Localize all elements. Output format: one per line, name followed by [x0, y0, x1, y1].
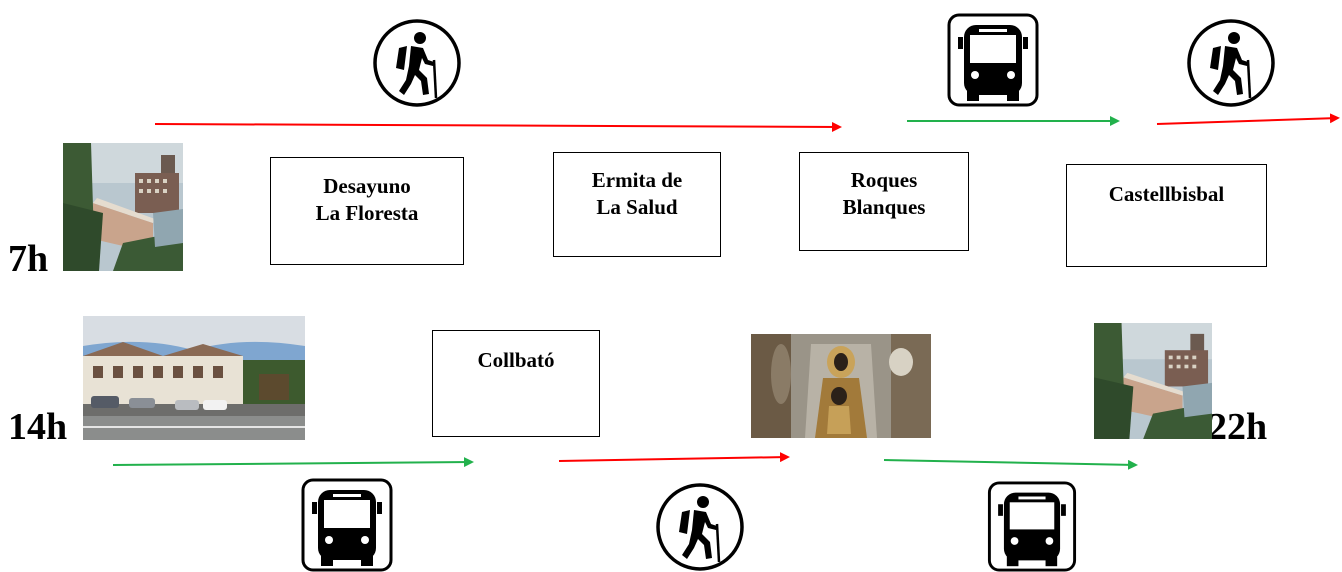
stop-collbato: Collbató — [432, 330, 600, 437]
stop-label-line1: Collbató — [477, 348, 555, 372]
stop-castellbisbal: Castellbisbal — [1066, 164, 1267, 267]
walk-arrow-3 — [558, 452, 790, 463]
stop-label-line2: La Floresta — [315, 201, 419, 226]
bus-icon — [987, 481, 1077, 572]
time-start: 7h — [8, 238, 49, 280]
stop-label-line1: Castellbisbal — [1108, 182, 1225, 206]
stop-label-line1: Desayuno — [323, 174, 411, 198]
stop-ermita-la-salud: Ermita de La Salud — [553, 152, 721, 257]
stop-label-line2: Blanques — [842, 195, 926, 220]
stop-breakfast-la-floresta: Desayuno La Floresta — [270, 157, 464, 265]
restaurant-photo — [83, 316, 305, 440]
hiking-icon — [373, 19, 461, 107]
hiking-icon — [1187, 19, 1275, 107]
stop-roques-blanques: Roques Blanques — [799, 152, 969, 251]
time-midday: 14h — [8, 406, 68, 448]
stop-label-line1: Roques — [850, 168, 918, 192]
time-end: 22h — [1208, 406, 1268, 448]
walk-arrow-2 — [1156, 113, 1340, 125]
bus-icon — [301, 478, 393, 572]
town-photo — [1094, 323, 1212, 439]
stop-label-line2: La Salud — [596, 195, 678, 220]
walk-arrow-1 — [154, 121, 842, 132]
bus-icon — [947, 13, 1039, 107]
virgin-statue-photo — [751, 334, 931, 438]
hiking-icon — [656, 483, 744, 571]
bus-arrow-3 — [883, 459, 1138, 470]
town-photo — [63, 143, 183, 271]
stop-label-line1: Ermita de — [591, 168, 683, 192]
bus-arrow-2 — [112, 457, 474, 468]
